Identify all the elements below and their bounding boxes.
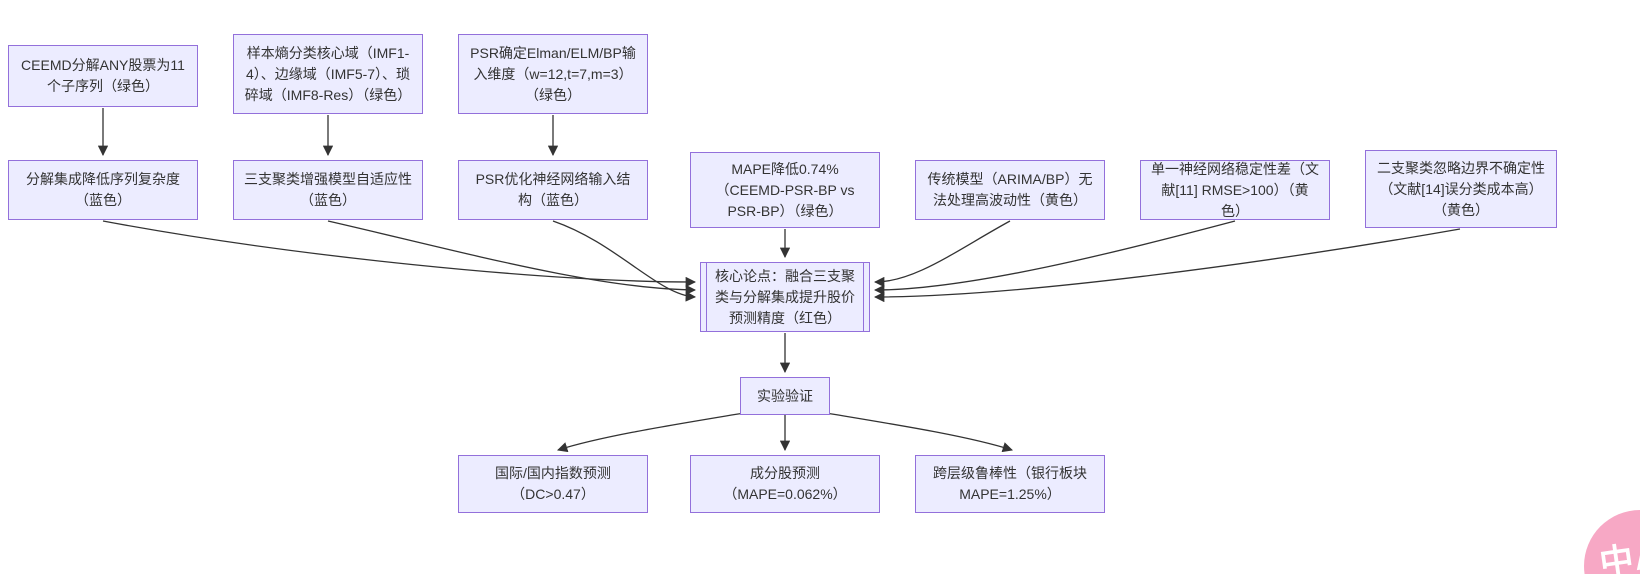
node-sample-entropy: 样本熵分类核心域（IMF1-4）、边缘域（IMF5-7）、琐碎域（IMF8-Re… xyxy=(233,34,423,114)
translate-icon: 中A xyxy=(1597,536,1640,574)
node-psr-input-dims: PSR确定Elman/ELM/BP输入维度（w=12,t=7,m=3）（绿色） xyxy=(458,34,648,114)
edge-experiment-index xyxy=(557,412,745,453)
node-three-way-cluster: 三支聚类增强模型自适应性（蓝色） xyxy=(233,160,423,220)
translate-float-button[interactable]: 中A xyxy=(1584,510,1640,574)
node-cross-level-robust: 跨层级鲁棒性（银行板块 MAPE=1.25%） xyxy=(915,455,1105,513)
node-decomp-ensemble: 分解集成降低序列复杂度（蓝色） xyxy=(8,160,198,220)
edge-psropt-core xyxy=(552,220,697,302)
edge-singlenn-core xyxy=(873,220,1236,296)
node-mape-improvement: MAPE降低0.74%（CEEMD-PSR-BP vs PSR-BP）（绿色） xyxy=(690,152,880,228)
edge-decomp-core xyxy=(102,220,697,288)
node-core-thesis: 核心论点：融合三支聚类与分解集成提升股价预测精度（红色） xyxy=(700,262,870,332)
node-psr-optimize: PSR优化神经网络输入结构（蓝色） xyxy=(458,160,648,220)
edge-traditional-core xyxy=(873,220,1011,288)
edge-twoway-core xyxy=(873,228,1461,303)
node-single-nn-unstable: 单一神经网络稳定性差（文献[11] RMSE>100）（黄色） xyxy=(1140,160,1330,220)
node-experiment-validate: 实验验证 xyxy=(740,377,830,415)
node-ceemd-decompose: CEEMD分解ANY股票为11个子序列（绿色） xyxy=(8,45,198,107)
node-index-prediction: 国际/国内指数预测（DC>0.47） xyxy=(458,455,648,513)
node-two-way-cluster: 二支聚类忽略边界不确定性（文献[14]误分类成本高）（黄色） xyxy=(1365,150,1557,228)
edge-experiment-robustness xyxy=(825,412,1013,453)
edge-threeway-core xyxy=(327,220,697,296)
node-constituent-stock: 成分股预测（MAPE=0.062%） xyxy=(690,455,880,513)
node-traditional-models: 传统模型（ARIMA/BP）无法处理高波动性（黄色） xyxy=(915,160,1105,220)
